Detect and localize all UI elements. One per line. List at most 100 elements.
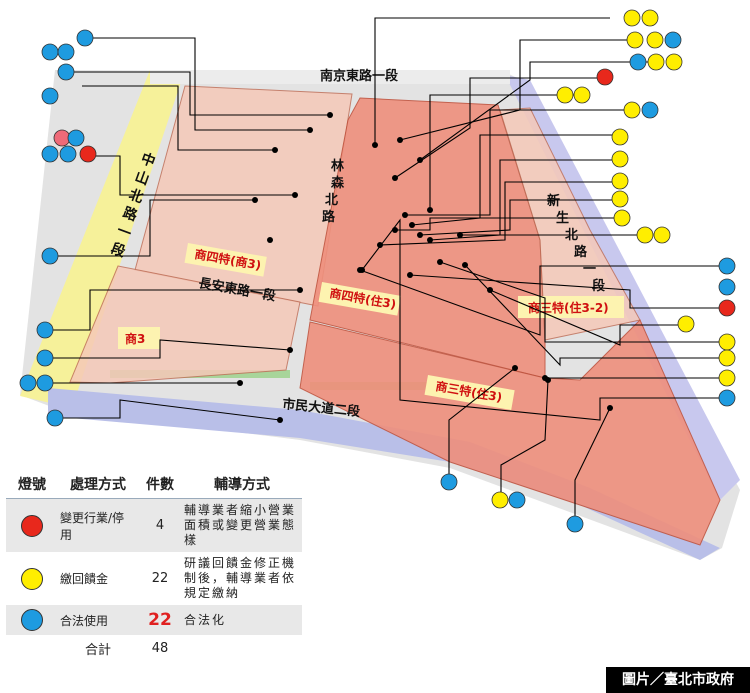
pink-status-marker [53,129,71,147]
status-markers [19,9,736,533]
site-dot [417,232,423,238]
yellow-status-marker [646,31,664,49]
red-status-marker [79,145,97,163]
blue-status-marker [718,257,736,275]
legend-count-blue: 22 [138,605,182,635]
zone-label-bg-5 [424,375,515,410]
leader-line [500,379,549,500]
legend-total-value: 48 [151,641,169,656]
leader-lines [45,17,725,524]
leader-line [429,94,575,210]
blue-status-marker [36,349,54,367]
svg-text:北: 北 [325,193,338,208]
leader-line [419,199,622,236]
red-status-marker [718,299,736,317]
yellow-status-marker [636,226,654,244]
leader-line [489,289,685,346]
yellow-status-marker [677,315,695,333]
site-dot [307,127,313,133]
zone-label-bg-4 [118,327,160,349]
leader-line [411,134,620,226]
blue-status-marker [641,101,659,119]
yellow-status-marker [611,150,629,168]
leader-line [45,289,300,331]
legend-header-row: 燈號 處理方式 件數 輔導方式 [6,470,302,499]
site-dot [607,405,613,411]
svg-text:一: 一 [583,262,596,277]
legend-guide-blue: 合法化 [182,605,302,635]
leader-line [88,37,310,131]
svg-text:中: 中 [139,150,158,171]
street-nanjing: 南京東路一段 [320,68,398,84]
site-dot [545,377,551,383]
yellow-status-marker [718,369,736,387]
leader-line [448,367,516,480]
legend-method-red: 變更行業/停用 [58,498,138,552]
zone-label-4: 商3 [125,331,145,346]
legend-header-method: 處理方式 [70,477,126,493]
svg-text:新: 新 [547,193,560,209]
site-dot [252,197,258,203]
site-dot [277,417,283,423]
blue-status-marker [36,374,54,392]
site-dot [457,232,463,238]
leader-line [72,71,330,116]
site-dot [392,175,398,181]
site-dot [512,365,518,371]
blue-status-marker [41,43,59,61]
yellow-status-marker [623,101,641,119]
site-dot [417,157,423,163]
svg-text:北: 北 [127,187,146,207]
leader-line [429,159,620,241]
street-linsen: 林 森 北 路 [322,158,345,225]
svg-text:一: 一 [115,223,134,243]
leader-line [379,181,622,246]
leader-line [419,61,655,161]
blue-status-marker [41,87,59,105]
zone-label-bg-1 [184,243,267,277]
yellow-status-marker [623,9,641,27]
blue-status-marker [718,389,736,407]
nanjing-road-band [150,70,510,84]
blue-status-marker [36,321,54,339]
red-status-marker [596,68,614,86]
blue-status-marker [664,31,682,49]
legend-table: 燈號 處理方式 件數 輔導方式 變更行業/停用 4 輔導業者縮小營業面積或變更營… [6,470,302,662]
site-dot [402,212,408,218]
blue-status-marker [508,491,526,509]
svg-text:林: 林 [331,158,344,174]
site-dot [407,272,413,278]
site-dot [392,227,398,233]
svg-text:路: 路 [574,244,588,260]
blue-status-marker [59,145,77,163]
leader-line [574,407,611,524]
zone-label-3: 商三特(住3-2) [528,300,609,315]
site-dot [372,142,378,148]
legend-guide-red: 輔導業者縮小營業面積或變更營業態樣 [182,498,302,552]
svg-text:段: 段 [592,278,605,294]
yellow-status-marker [718,349,736,367]
blue-status-marker [629,53,647,71]
legend-method-yellow: 繳回饋金 [60,572,109,586]
legend-total-label: 合計 [84,643,111,658]
svg-text:段: 段 [109,240,128,261]
blue-status-marker [46,409,64,427]
legend: 燈號 處理方式 件數 輔導方式 變更行業/停用 4 輔導業者縮小營業面積或變更營… [6,470,302,688]
yellow-dot-icon [21,567,43,590]
zone-label-bg-2 [318,282,401,316]
legend-count-red: 4 [138,498,182,552]
site-dot [427,207,433,213]
shimin-road-band [48,388,720,560]
leader-line [82,85,275,151]
blue-status-marker [67,129,85,147]
yellow-status-marker [611,190,629,208]
legend-count-yellow: 22 [151,571,169,586]
site-dot [267,237,273,243]
svg-text:路: 路 [322,209,336,225]
blue-status-marker [57,63,75,81]
site-dot [297,287,303,293]
site-dot [237,380,243,386]
legend-guide-yellow: 研議回饋金修正機制後，輔導業者依規定繳納 [184,556,297,600]
legend-header-count: 件數 [146,477,174,493]
yellow-status-marker [626,31,644,49]
